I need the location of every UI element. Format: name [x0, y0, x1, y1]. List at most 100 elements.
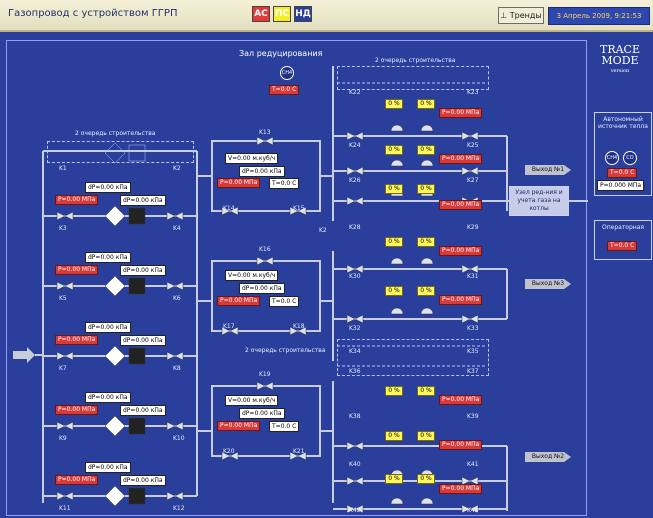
- valve-k22[interactable]: K22: [349, 89, 361, 96]
- valve-k29[interactable]: K29: [467, 224, 479, 231]
- valve-k36[interactable]: K36: [349, 368, 361, 375]
- autonomous-title: Автономный источник тепла: [598, 116, 648, 130]
- regulator-pct-8a: 0 %: [385, 474, 403, 484]
- valve-k6[interactable]: K6: [173, 295, 181, 302]
- meter-t-3: T=0.0 С: [269, 421, 300, 432]
- filter-dp2-2: dP=0.00 кПа: [120, 265, 166, 276]
- valve-k13[interactable]: K13: [259, 129, 271, 136]
- construction-box-mid: [337, 339, 489, 376]
- meter-p-1: P=0.00 МПа: [217, 178, 261, 188]
- alarm-pc-button[interactable]: ПС: [273, 6, 291, 22]
- exit-3-arrow[interactable]: Выход №3: [525, 279, 571, 289]
- regulator-pct-4a: 0 %: [385, 237, 403, 247]
- regulator-pct-1b: 0 %: [417, 99, 435, 109]
- valve-k2-label[interactable]: K2: [319, 227, 327, 234]
- pressure-row-2: P=0.00 МПа: [439, 154, 483, 164]
- valve-k27[interactable]: K27: [467, 177, 479, 184]
- valve-k32[interactable]: K32: [349, 325, 361, 332]
- exit-2-arrow[interactable]: Выход №2: [525, 452, 571, 462]
- valve-k7[interactable]: K7: [59, 365, 67, 372]
- valve-k28[interactable]: K28: [349, 224, 361, 231]
- construction-box-left: [47, 141, 194, 163]
- regulator-pct-7a: 0 %: [385, 431, 403, 441]
- logo-version: version: [610, 68, 630, 74]
- filter-p-5: P=0.00 МПа: [55, 475, 99, 485]
- gas-node-box[interactable]: Узел ред-ния и учета газа на котлы: [509, 186, 569, 216]
- filter-dp2-3: dP=0.00 кПа: [120, 335, 166, 346]
- valve-k19[interactable]: K19: [259, 371, 271, 378]
- construction-label-top: 2 очередь строительства: [375, 57, 456, 64]
- valve-k21[interactable]: K21: [293, 448, 305, 455]
- ch4-icon: СН4: [605, 151, 619, 165]
- construction-box-top: [337, 66, 489, 90]
- meter-dp-2: dP=0.00 кПа: [239, 283, 285, 294]
- regulator-pct-2a: 0 %: [385, 145, 403, 155]
- valve-k2[interactable]: K2: [173, 165, 181, 172]
- valve-k4[interactable]: K4: [173, 225, 181, 232]
- pressure-row-1: P=0.00 МПа: [439, 108, 483, 118]
- valve-k8[interactable]: K8: [173, 365, 181, 372]
- construction-label-left: 2 очередь строительства: [75, 130, 156, 137]
- regulator-pct-5b: 0 %: [417, 286, 435, 296]
- diagram-area: Зал редуцирования СН4 T=0.0 С 2 очередь …: [6, 40, 588, 516]
- filter-dp-1: dP=0.00 кПа: [85, 182, 131, 193]
- pressure-row-5: P=0.00 МПа: [439, 295, 483, 305]
- valve-k11[interactable]: K11: [59, 505, 71, 512]
- valve-k1[interactable]: K1: [59, 165, 67, 172]
- exit-1-arrow[interactable]: Выход №1: [525, 165, 571, 175]
- meter-t-2: T=0.0 С: [269, 296, 300, 307]
- valve-k26[interactable]: K26: [349, 177, 361, 184]
- top-bar: Газопровод с устройством ГГРП АС ПС НД ⊥…: [0, 0, 653, 32]
- valve-k40[interactable]: K40: [349, 461, 361, 468]
- valve-k30[interactable]: K30: [349, 273, 361, 280]
- filter-dp2-5: dP=0.00 кПа: [120, 475, 166, 486]
- meter-flow-3: V=0.00 м.куб/ч: [225, 395, 279, 406]
- chart-icon: ⊥: [500, 11, 510, 20]
- trends-button[interactable]: ⊥ Тренды: [498, 7, 544, 24]
- valve-k41[interactable]: K41: [467, 461, 479, 468]
- valve-k42[interactable]: K42: [349, 507, 361, 514]
- filter-p-2: P=0.00 МПа: [55, 265, 99, 275]
- valve-k34[interactable]: K34: [349, 348, 361, 355]
- alarm-nd-button[interactable]: НД: [294, 6, 312, 22]
- pressure-row-6: P=0.00 МПа: [439, 395, 483, 405]
- filter-dp-4: dP=0.00 кПа: [85, 392, 131, 403]
- filter-p-4: P=0.00 МПа: [55, 405, 99, 415]
- hall-temperature: T=0.0 С: [269, 85, 300, 95]
- trends-label: Тренды: [509, 11, 542, 20]
- regulator-pct-8b: 0 %: [417, 474, 435, 484]
- valve-k14[interactable]: K14: [223, 205, 235, 212]
- valve-k16[interactable]: K16: [259, 246, 271, 253]
- valve-k35[interactable]: K35: [467, 348, 479, 355]
- co-icon: СО: [623, 151, 637, 165]
- valve-k31[interactable]: K31: [467, 273, 479, 280]
- valve-k20[interactable]: K20: [223, 448, 235, 455]
- valve-k12[interactable]: K12: [173, 505, 185, 512]
- valve-k18[interactable]: K18: [293, 323, 305, 330]
- operator-t: T=0.0 С: [607, 241, 638, 251]
- window-title: Газопровод с устройством ГГРП: [8, 8, 178, 19]
- regulator-pct-7b: 0 %: [417, 431, 435, 441]
- autonomous-panel: Автономный источник тепла СН4 СО T=0.0 С…: [594, 112, 652, 196]
- valve-k37[interactable]: K37: [467, 368, 479, 375]
- meter-flow-1: V=0.00 м.куб/ч: [225, 153, 279, 164]
- valve-k3[interactable]: K3: [59, 225, 67, 232]
- valve-k33[interactable]: K33: [467, 325, 479, 332]
- logo-top: TRACE: [599, 43, 640, 56]
- valve-k38[interactable]: K38: [349, 413, 361, 420]
- meter-flow-2: V=0.00 м.куб/ч: [225, 270, 279, 281]
- valve-k17[interactable]: K17: [223, 323, 235, 330]
- alarm-ac-button[interactable]: АС: [252, 6, 270, 22]
- valve-k43[interactable]: K43: [467, 507, 479, 514]
- valve-k24[interactable]: K24: [349, 142, 361, 149]
- right-panel: TRACE MODE version Автономный источник т…: [588, 40, 652, 516]
- valve-k15[interactable]: K15: [293, 205, 305, 212]
- trace-mode-logo: TRACE MODE version: [594, 44, 646, 77]
- valve-k5[interactable]: K5: [59, 295, 67, 302]
- valve-k9[interactable]: K9: [59, 435, 67, 442]
- valve-k39[interactable]: K39: [467, 413, 479, 420]
- valve-k10[interactable]: K10: [173, 435, 185, 442]
- valve-k23[interactable]: K23: [467, 89, 479, 96]
- valve-k25[interactable]: K25: [467, 142, 479, 149]
